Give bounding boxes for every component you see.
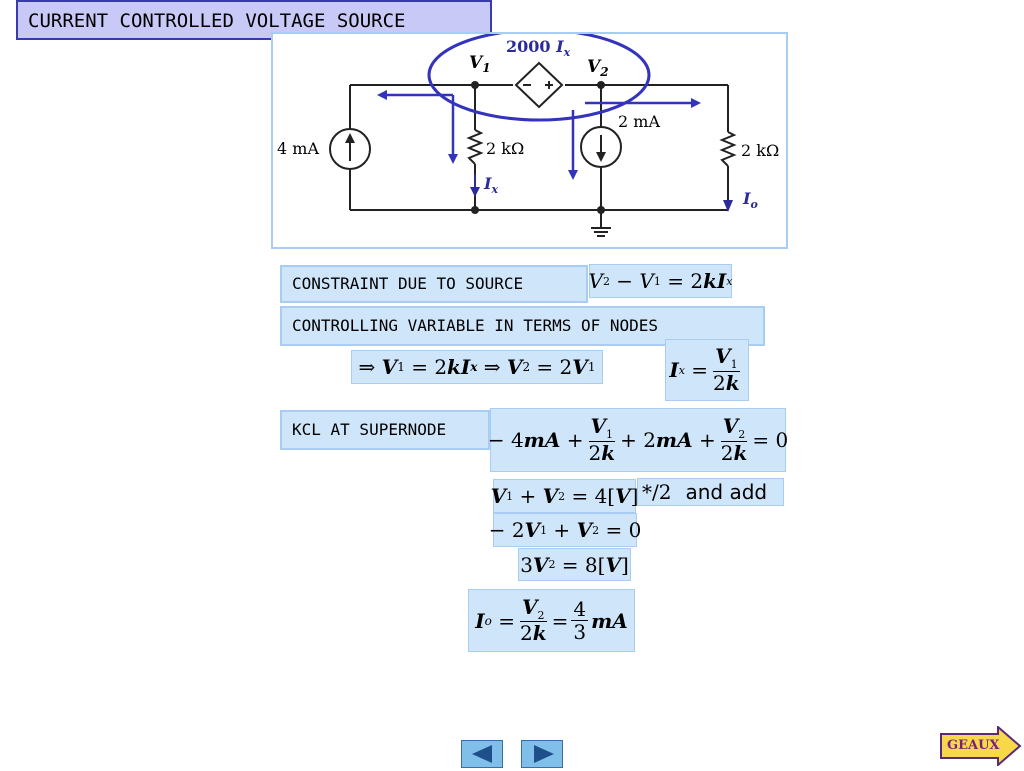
triangle-right-icon bbox=[534, 745, 554, 763]
resistor-1-label: 2 kΩ bbox=[486, 139, 524, 158]
slide-title: CURRENT CONTROLLED VOLTAGE SOURCE bbox=[16, 0, 492, 40]
resistor-2-label: 2 kΩ bbox=[741, 141, 779, 160]
node-v2-label: V2 bbox=[587, 57, 609, 79]
ix-arrow-icon bbox=[470, 187, 480, 197]
mid-source-label: 2 mA bbox=[618, 112, 660, 131]
kcl-arrows bbox=[377, 90, 701, 180]
node-dots bbox=[471, 81, 605, 214]
circuit-svg: 4 mA 2 kΩ Ix 2 mA 2 kΩ Io 2000 Ix bbox=[277, 28, 779, 237]
current-source-2ma bbox=[580, 126, 622, 168]
next-slide-button[interactable] bbox=[521, 740, 563, 768]
geaux-button[interactable]: GEAUX bbox=[940, 724, 1022, 768]
io-label: Io bbox=[742, 189, 758, 211]
constraint-label: CONSTRAINT DUE TO SOURCE bbox=[280, 265, 588, 303]
and-add-text: and add bbox=[685, 480, 768, 504]
multiply-note: */2 and add bbox=[637, 478, 784, 506]
resistor-2 bbox=[719, 131, 737, 167]
io-arrow-icon bbox=[723, 200, 733, 212]
ix-label: Ix bbox=[483, 174, 498, 196]
current-source-4ma bbox=[329, 128, 371, 170]
circuit-diagram: 4 mA 2 kΩ Ix 2 mA 2 kΩ Io 2000 Ix bbox=[271, 28, 788, 249]
multiply-note-text: */2 bbox=[642, 480, 672, 504]
node-v1-label: V1 bbox=[469, 53, 491, 75]
left-source-label: 4 mA bbox=[277, 139, 319, 158]
resistor-1 bbox=[466, 129, 484, 165]
triangle-left-icon bbox=[472, 745, 492, 763]
controlling-variable-label: CONTROLLING VARIABLE IN TERMS OF NODES bbox=[280, 306, 765, 346]
source-gain-label: 2000 Ix bbox=[506, 37, 571, 59]
arrow-right-icon bbox=[940, 724, 1022, 768]
dependent-voltage-source bbox=[514, 61, 564, 109]
kcl-label: KCL AT SUPERNODE bbox=[280, 410, 490, 450]
geaux-label: GEAUX bbox=[947, 738, 1000, 753]
prev-slide-button[interactable] bbox=[461, 740, 503, 768]
